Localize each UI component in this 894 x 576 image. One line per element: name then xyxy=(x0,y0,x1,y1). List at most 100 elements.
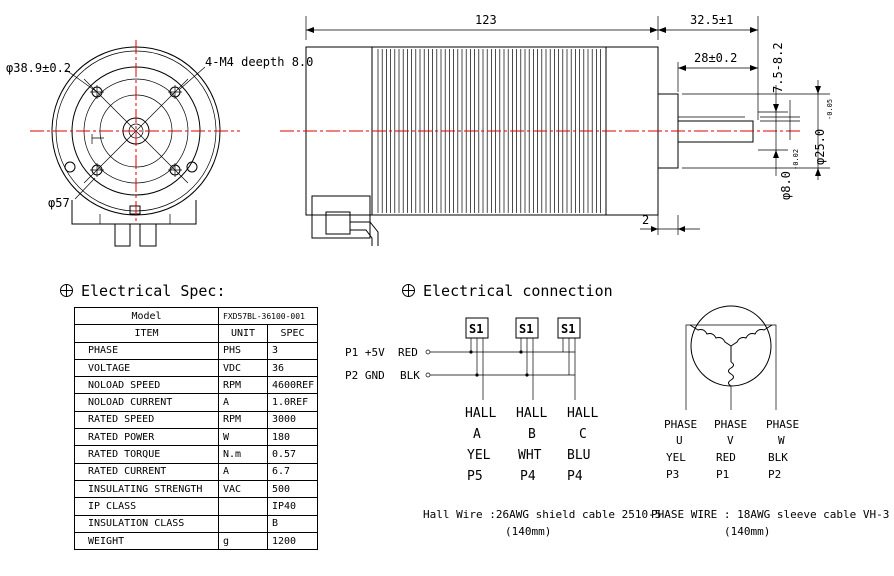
power-line-name: P1 +5V xyxy=(345,346,385,359)
hall-wire-color: BLU xyxy=(567,448,590,463)
cell-spec: 1200 xyxy=(267,531,318,551)
hall-wire-length: (140mm) xyxy=(505,525,551,538)
electrical-spec-title: Electrical Spec: xyxy=(81,282,226,300)
electrical-spec-heading: Electrical Spec: xyxy=(60,282,226,300)
dim-pcd: φ38.9±0.2 xyxy=(6,61,71,75)
table-header-row: ITEM UNIT SPEC xyxy=(74,324,318,343)
hall-phase: C xyxy=(579,427,587,442)
cell-item: RATED POWER xyxy=(74,428,219,447)
hall-phase: A xyxy=(473,427,481,442)
phase-label: PHASE xyxy=(714,418,747,431)
hall-wire-color: YEL xyxy=(467,448,491,463)
cell-unit: A xyxy=(218,462,268,481)
phase-pin: P2 xyxy=(768,468,781,481)
dim-key: 7.5-8.2 xyxy=(771,42,785,93)
sensor-label: S1 xyxy=(519,322,533,336)
sensor-label: S1 xyxy=(469,322,483,336)
hall-wire-color: WHT xyxy=(518,448,542,463)
cell-item: INSULATION CLASS xyxy=(74,514,219,533)
cell-item: WEIGHT xyxy=(74,531,219,551)
cell-unit: g xyxy=(218,531,268,551)
cell-item: VOLTAGE xyxy=(74,358,219,378)
cell-spec: 3000 xyxy=(267,410,318,430)
model-label: Model xyxy=(74,306,219,326)
cell-item: INSULATING STRENGTH xyxy=(74,479,219,499)
table-row: INSULATION CLASS B xyxy=(74,514,318,533)
phase-wire-color: BLK xyxy=(768,451,788,464)
cell-unit: VDC xyxy=(218,358,268,378)
cell-spec: 500 xyxy=(267,479,318,499)
cell-item: PHASE xyxy=(74,341,219,360)
cell-item: NOLOAD SPEED xyxy=(74,376,219,395)
cell-spec: 3 xyxy=(267,341,318,360)
phase-letter: W xyxy=(778,434,785,447)
phase-winding-diagram: PHASE U YEL P3 PHASE V RED P1 PHASE W BL… xyxy=(651,305,889,538)
hall-label: HALL xyxy=(465,406,496,421)
dim-shaft-tol: -0.02 xyxy=(792,149,800,170)
cell-item: NOLOAD CURRENT xyxy=(74,393,219,412)
cell-unit: RPM xyxy=(218,410,268,430)
dim-body-dia: φ57 xyxy=(48,196,70,210)
hall-label: HALL xyxy=(516,406,547,421)
cell-unit: PHS xyxy=(218,341,268,360)
cell-spec: 180 xyxy=(267,428,318,447)
phase-wire-length: (140mm) xyxy=(724,525,770,538)
cell-spec: 6.7 xyxy=(267,462,318,481)
globe-icon xyxy=(402,284,415,297)
table-row-model: Model FXD57BL-36100-001 xyxy=(74,306,318,326)
column-header: ITEM xyxy=(74,324,219,343)
hall-pin: P5 xyxy=(467,469,483,484)
cell-unit: A xyxy=(218,393,268,412)
cell-unit xyxy=(218,514,268,533)
column-header: SPEC xyxy=(267,324,318,343)
hall-wire-note: Hall Wire :26AWG shield cable 2510-5 xyxy=(423,508,661,521)
dim-shaft-flat: 28±0.2 xyxy=(694,51,737,65)
cell-spec: IP40 xyxy=(267,497,318,516)
cell-unit: VAC xyxy=(218,479,268,499)
phase-label: PHASE xyxy=(664,418,697,431)
dimension-labels: 123 32.5±1 28±0.2 7.5-8.2 φ25.0 -0.05 φ8… xyxy=(6,13,834,227)
power-line-name: P2 GND xyxy=(345,369,385,382)
electrical-connection-title: Electrical connection xyxy=(423,282,613,300)
cell-item: RATED SPEED xyxy=(74,410,219,430)
electrical-connection-heading: Electrical connection xyxy=(402,282,613,300)
phase-letter: U xyxy=(676,434,683,447)
hall-sensor-diagram: S1 S1 S1 P1 +5V RED P2 GND BLK HALL A YE… xyxy=(345,317,661,538)
cell-spec: 0.57 xyxy=(267,445,318,464)
dim-overall-length: 123 xyxy=(475,13,497,27)
phase-wire-note: PHASE WIRE : 18AWG sleeve cable VH-3 xyxy=(651,508,889,521)
phase-wire-color: RED xyxy=(716,451,736,464)
cell-spec: B xyxy=(267,514,318,533)
cell-item: RATED TORQUE xyxy=(74,445,219,464)
phase-wire-color: YEL xyxy=(666,451,686,464)
cell-unit: W xyxy=(218,428,268,447)
model-value: FXD57BL-36100-001 xyxy=(218,306,318,326)
power-line-color: RED xyxy=(398,346,418,359)
cell-spec: 36 xyxy=(267,358,318,378)
dim-mount-holes: 4-M4 deepth 8.0 xyxy=(205,55,313,69)
cell-spec: 1.0REF xyxy=(267,393,318,412)
cell-item: RATED CURRENT xyxy=(74,462,219,481)
dim-shaft-ext: 32.5±1 xyxy=(690,13,733,27)
hall-label: HALL xyxy=(567,406,598,421)
sensor-label: S1 xyxy=(561,322,575,336)
cell-unit: RPM xyxy=(218,376,268,395)
electrical-spec-table: Model FXD57BL-36100-001 ITEM UNIT SPEC P… xyxy=(74,306,318,551)
column-header: UNIT xyxy=(218,324,268,343)
hall-pin: P4 xyxy=(520,469,536,484)
cell-unit xyxy=(218,497,268,516)
dim-step: 2 xyxy=(642,213,649,227)
globe-icon xyxy=(60,284,73,297)
